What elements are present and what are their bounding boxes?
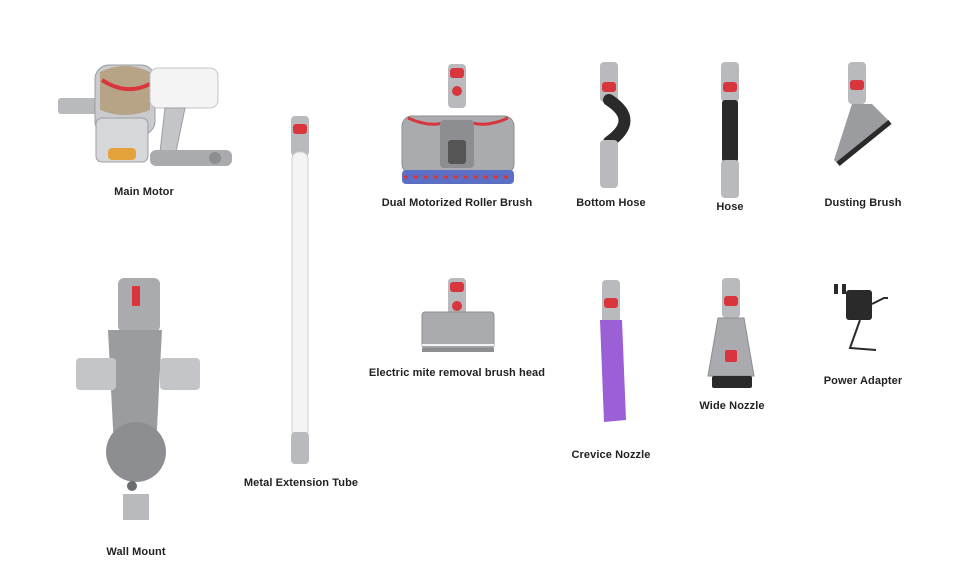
crevice-nozzle-label: Crevice Nozzle <box>571 449 651 461</box>
dusting-brush-label: Dusting Brush <box>824 197 902 209</box>
main-motor-label: Main Motor <box>114 186 174 198</box>
wide-nozzle-label: Wide Nozzle <box>699 400 765 412</box>
wall-mount-label: Wall Mount <box>106 546 166 558</box>
bottom-hose-label: Bottom Hose <box>576 197 646 209</box>
metal-extension-tube-label: Metal Extension Tube <box>243 477 359 489</box>
dual-motorized-roller-brush-label: Dual Motorized Roller Brush <box>381 197 533 209</box>
hose-label: Hose <box>716 201 744 213</box>
power-adapter-label: Power Adapter <box>823 375 903 387</box>
electric-mite-removal-brush-head-label: Electric mite removal brush head <box>368 367 546 379</box>
